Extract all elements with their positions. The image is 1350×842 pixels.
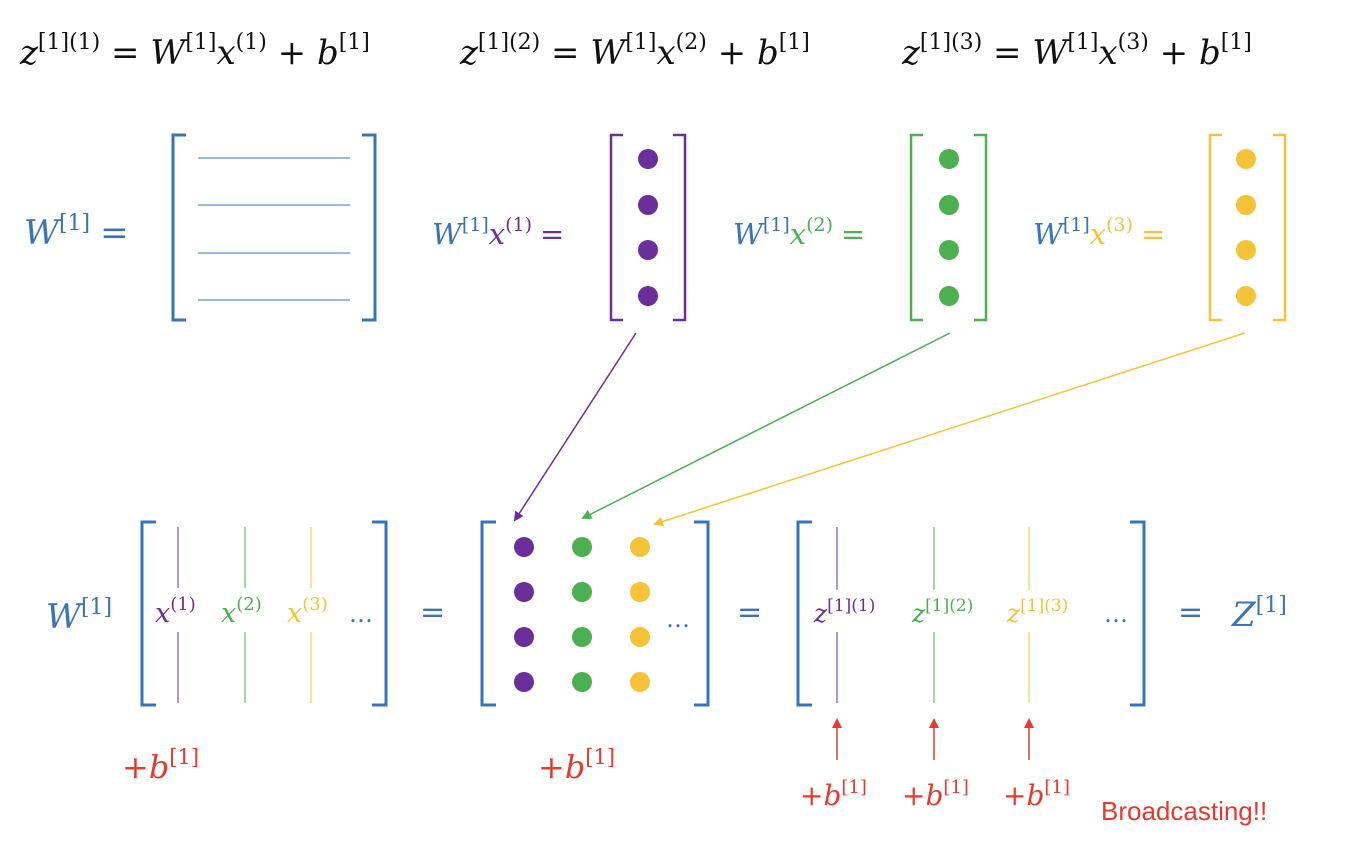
svg-text:z[1](3): z[1](3)	[1006, 596, 1068, 628]
svg-text:+b[1]: +b[1]	[800, 777, 867, 812]
svg-text:W[1]: W[1]	[46, 595, 112, 637]
bias-label-2: +b[1]	[538, 745, 615, 786]
dot	[1236, 240, 1256, 260]
dot	[939, 195, 959, 215]
svg-text:…: …	[1104, 600, 1128, 628]
svg-text:+b[1]: +b[1]	[538, 745, 615, 786]
bottom-w-label: W[1]	[46, 595, 112, 637]
arrow-yellow	[653, 332, 1246, 527]
equation-3: z[1](3) = W[1]x(3) + b[1]	[901, 30, 1252, 73]
svg-text:+b[1]: +b[1]	[902, 777, 969, 812]
dot	[638, 240, 658, 260]
svg-text:…: …	[666, 605, 690, 633]
svg-text:W[1]x(2)=: W[1]x(2)=	[733, 214, 865, 251]
equals-1: =	[420, 595, 445, 630]
svg-text:W[1]x(3)=: W[1]x(3)=	[1033, 214, 1165, 251]
wx2-label: W[1]x(2)=	[733, 214, 865, 251]
dot	[638, 286, 658, 306]
equation-1: z[1](1) = W[1]x(1) + b[1]	[19, 30, 370, 73]
wx2-vector	[909, 133, 988, 322]
svg-text:W[1]=: W[1]=	[24, 211, 129, 253]
wx3-vector	[1208, 133, 1287, 322]
svg-text:z[1](3) = W[1]x(3) + b[1]: z[1](3) = W[1]x(3) + b[1]	[901, 30, 1252, 73]
equation-2: z[1](2) = W[1]x(2) + b[1]	[459, 30, 810, 73]
dot	[1236, 286, 1256, 306]
svg-text:+b[1]: +b[1]	[1003, 777, 1070, 812]
wx3-label: W[1]x(3)=	[1033, 214, 1165, 251]
bias-label-1: +b[1]	[122, 745, 199, 786]
svg-text:x(2): x(2)	[221, 594, 262, 629]
svg-text:x(1): x(1)	[155, 594, 196, 629]
right-bracket	[362, 133, 377, 322]
bias-broadcast-1: +b[1]	[800, 777, 867, 812]
wx1-vector	[609, 133, 687, 322]
dot	[638, 149, 658, 169]
product-matrix: …	[480, 520, 710, 707]
svg-text:W[1]x(1)=: W[1]x(1)=	[432, 214, 564, 251]
dot	[939, 149, 959, 169]
svg-text:z[1](2) = W[1]x(2) + b[1]: z[1](2) = W[1]x(2) + b[1]	[459, 30, 810, 73]
broadcasting-note: Broadcasting!!	[1101, 796, 1267, 826]
equals-2: =	[737, 595, 762, 630]
x-matrix: x(1) x(2) x(3) …	[140, 520, 388, 707]
svg-text:+b[1]: +b[1]	[122, 745, 199, 786]
dot	[638, 195, 658, 215]
dot	[1236, 195, 1256, 215]
svg-text:z[1](2): z[1](2)	[911, 596, 973, 628]
dot	[1236, 149, 1256, 169]
w-label: W[1]=	[24, 211, 129, 253]
svg-text:…: …	[349, 600, 373, 628]
equals-3: =	[1178, 595, 1203, 630]
arrow-green	[581, 332, 951, 519]
big-z-label: Z[1]	[1231, 593, 1287, 635]
dot	[939, 240, 959, 260]
z-matrix: z[1](1) z[1](2) z[1](3) …	[796, 520, 1146, 707]
svg-text:z[1](1): z[1](1)	[813, 596, 875, 628]
svg-text:z[1](1) = W[1]x(1) + b[1]: z[1](1) = W[1]x(1) + b[1]	[19, 30, 370, 73]
w-matrix	[171, 133, 377, 322]
svg-text:Z[1]: Z[1]	[1231, 593, 1287, 635]
bias-broadcast-2: +b[1]	[902, 777, 969, 812]
left-bracket	[171, 133, 186, 322]
arrow-purple	[513, 332, 637, 522]
bias-broadcast-3: +b[1]	[1003, 777, 1070, 812]
dot	[939, 286, 959, 306]
wx1-label: W[1]x(1)=	[432, 214, 564, 251]
svg-text:x(3): x(3)	[287, 594, 328, 629]
